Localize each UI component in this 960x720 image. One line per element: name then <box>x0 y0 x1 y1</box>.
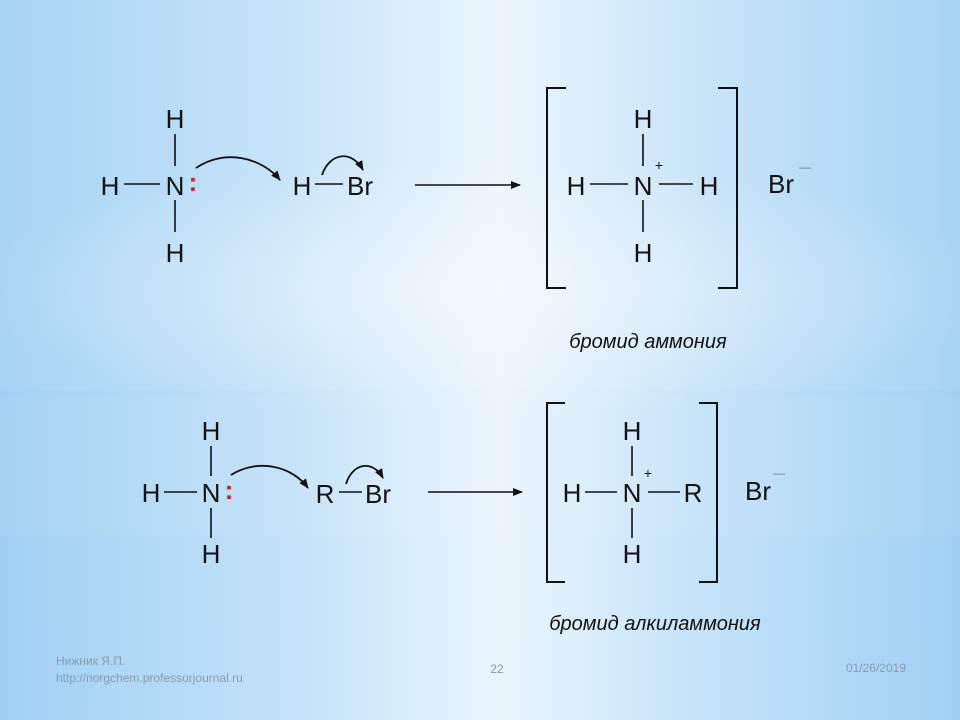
atom-n: N <box>166 171 185 201</box>
footer: Нижник Я.П. http://norgchem.professorjou… <box>56 654 906 685</box>
ammonia-molecule: H H N : H <box>142 416 234 569</box>
reaction-2: H H N : H R Br H H N + R H <box>142 402 785 635</box>
atom-h-left: H <box>142 478 161 508</box>
caption: бромид алкиламмония <box>549 613 761 635</box>
hydrogen-bromide: H Br <box>293 171 374 201</box>
background-glow <box>0 160 960 420</box>
page-number: 22 <box>490 662 504 676</box>
curved-arrow-leaving <box>321 155 364 176</box>
atom-h-bottom: H <box>166 238 185 268</box>
charge-plus: + <box>655 157 663 173</box>
atom-h-left: H <box>101 171 120 201</box>
bracket-right <box>699 402 718 583</box>
ammonia-molecule: H H N : H <box>101 104 198 268</box>
ammonium-ion: H H N + H H <box>567 104 719 268</box>
background-band-bottom <box>0 395 960 535</box>
atom-h-left: H <box>567 171 586 201</box>
counter-ion-charge: — <box>773 466 785 480</box>
atom-h-right: H <box>700 171 719 201</box>
atom-r: R <box>316 479 335 509</box>
counter-ion-br: Br <box>768 169 794 199</box>
atom-h-bottom: H <box>634 238 653 268</box>
atom-h-bottom: H <box>202 539 221 569</box>
atom-r-right: R <box>684 478 703 508</box>
atom-h-bottom: H <box>623 539 642 569</box>
atom-n: N <box>202 478 221 508</box>
footer-url[interactable]: http://norgchem.professorjournal.ru <box>56 671 243 685</box>
curved-arrow-attack <box>230 464 309 489</box>
alkylammonium-ion: H H N + R H <box>563 416 703 569</box>
caption: бромид аммония <box>569 331 727 353</box>
atom-h-top: H <box>166 104 185 134</box>
atom-h-top: H <box>623 416 642 446</box>
footer-author: Нижник Я.П. <box>56 654 125 668</box>
footer-date: 01/26/2019 <box>846 661 906 675</box>
atom-n: N <box>623 478 642 508</box>
alkyl-bromide: R Br <box>316 479 392 509</box>
atom-br: Br <box>365 479 391 509</box>
lone-pair: : <box>189 167 198 197</box>
bracket-left <box>546 402 565 583</box>
counter-ion-br: Br <box>745 476 771 506</box>
reaction-1: H H N : H H Br H H N + <box>101 87 811 353</box>
bracket-right <box>718 87 738 289</box>
curved-arrow-leaving <box>345 465 384 485</box>
bracket-left <box>546 87 566 289</box>
atom-h-top: H <box>634 104 653 134</box>
curved-arrow-attack <box>195 156 281 181</box>
atom-h-top: H <box>202 416 221 446</box>
charge-plus: + <box>644 465 652 481</box>
atom-br: Br <box>347 171 373 201</box>
atom-h: H <box>293 171 312 201</box>
counter-ion-charge: — <box>799 160 811 174</box>
lone-pair: : <box>225 475 234 505</box>
atom-n: N <box>634 171 653 201</box>
atom-h-left: H <box>563 478 582 508</box>
